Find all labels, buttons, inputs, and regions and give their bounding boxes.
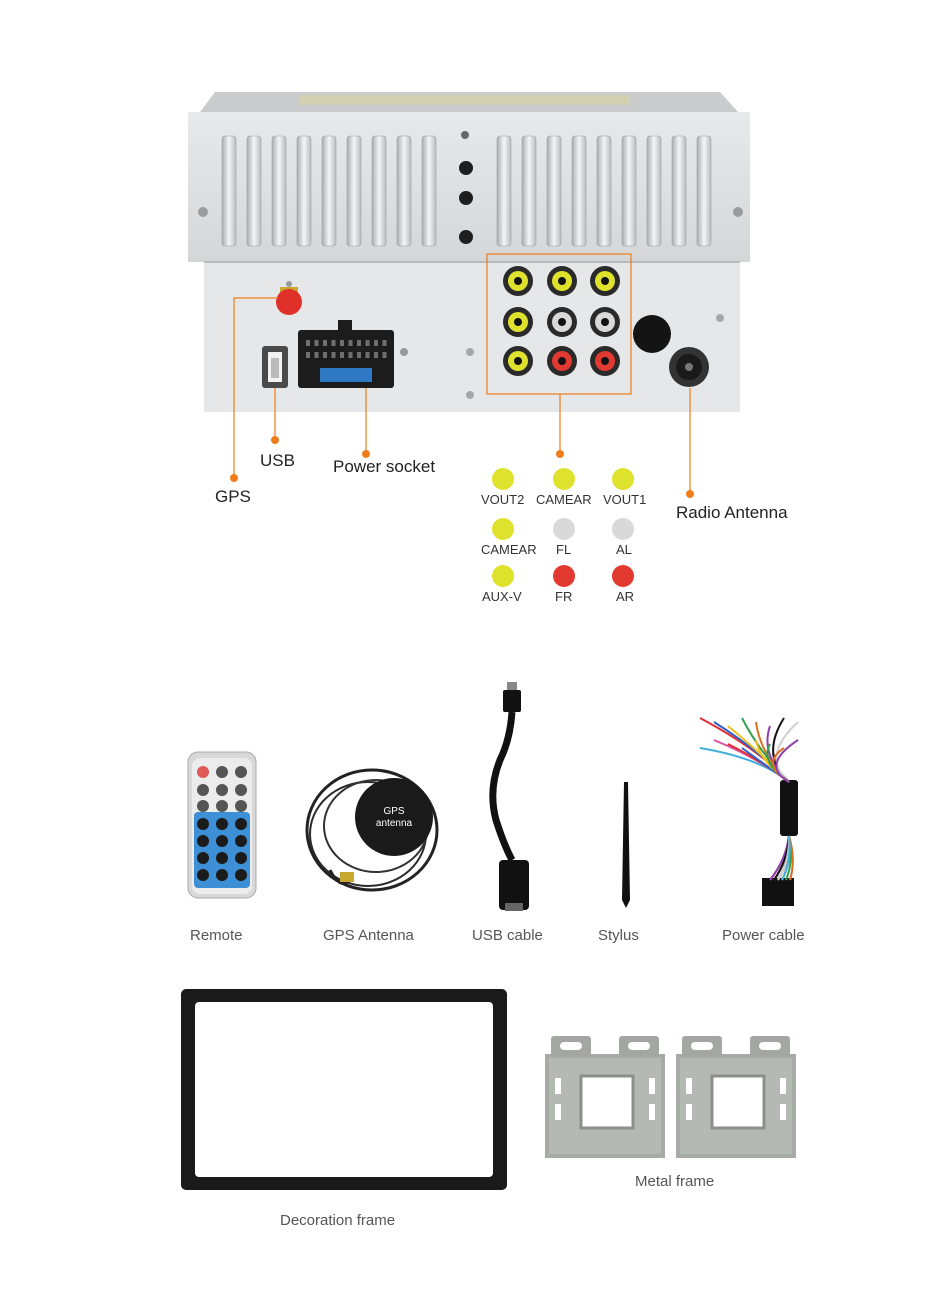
rca-dot-ar (612, 565, 634, 587)
rca-dot-camear-2 (492, 518, 514, 540)
usb-cable-image (489, 682, 529, 911)
metal-frame-left-image (545, 1036, 665, 1158)
power-socket-label: Power socket (333, 457, 436, 476)
rca-label-ar: AR (616, 589, 635, 604)
stylus-image (622, 782, 630, 908)
remote-label: Remote (190, 927, 243, 944)
usb-cable-label: USB cable (472, 927, 543, 944)
rca-label-fr: FR (555, 589, 573, 604)
gps-antenna-image: GPS antenna (305, 768, 439, 892)
metal-frame-right-image (676, 1036, 796, 1158)
head-unit-illustration (188, 92, 750, 498)
rca-dot-al (612, 518, 634, 540)
usb-port-label: USB (260, 451, 295, 470)
gps-antenna-label: GPS Antenna (323, 927, 414, 944)
rca-label-al: AL (616, 542, 632, 557)
gps-port-label: GPS (215, 487, 251, 506)
rca-label-aux-v: AUX-V (482, 589, 522, 604)
rca-label-camear-2: CAMEAR (481, 542, 537, 557)
remote-image (187, 751, 257, 899)
rca-dot-fl (553, 518, 575, 540)
rca-label-fl: FL (556, 542, 572, 557)
rca-dot-vout1 (612, 468, 634, 490)
rca-dot-vout2 (492, 468, 514, 490)
power-cable-label: Power cable (722, 927, 805, 944)
rca-dot-aux-v (492, 565, 514, 587)
gps-antenna-text-2: antenna (376, 818, 413, 829)
rca-label-vout2: VOUT2 (481, 492, 525, 507)
decoration-frame-image (181, 989, 507, 1190)
rca-dot-fr (553, 565, 575, 587)
rca-dot-camear-1 (553, 468, 575, 490)
rca-label-vout1: VOUT1 (603, 492, 647, 507)
decoration-frame-label: Decoration frame (280, 1212, 396, 1229)
radio-antenna-label: Radio Antenna (676, 503, 788, 522)
metal-frame-label: Metal frame (635, 1173, 715, 1190)
power-cable-image (699, 717, 799, 906)
rca-label-camear-1: CAMEAR (536, 492, 592, 507)
stylus-label: Stylus (598, 927, 639, 944)
gps-antenna-text-1: GPS (383, 806, 404, 817)
